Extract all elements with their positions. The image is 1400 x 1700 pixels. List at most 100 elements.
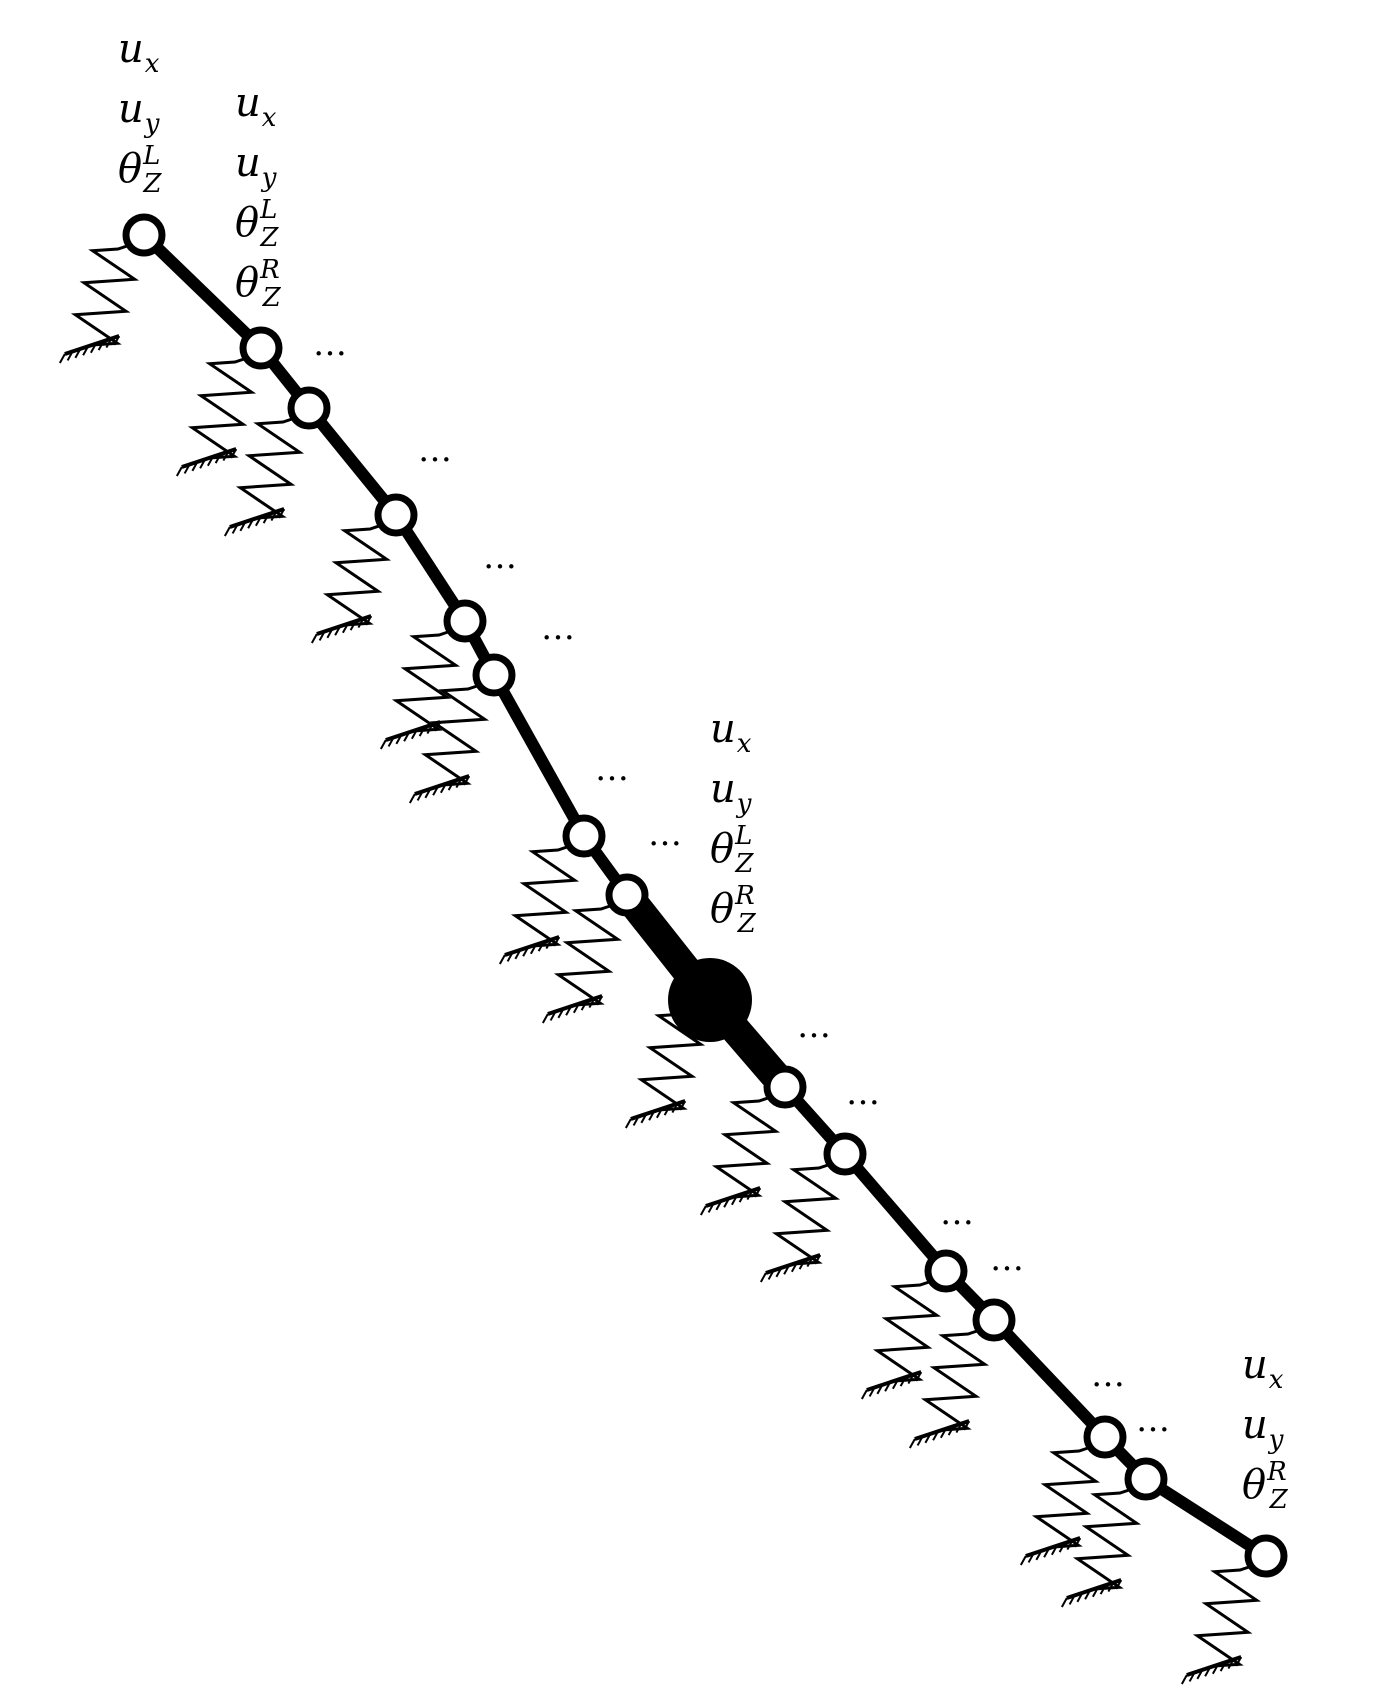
beam-segment (488, 669, 590, 842)
ellipsis-marker: … (1091, 1355, 1125, 1395)
open-node-icon (239, 326, 283, 370)
dof-subscript: Z (1269, 1485, 1289, 1515)
spring-support (1019, 1443, 1101, 1566)
dof-label-ux: ux (1242, 1342, 1284, 1395)
beam-segment (138, 229, 267, 354)
ellipsis-marker: … (418, 430, 452, 470)
dof-superscript: L (259, 195, 277, 225)
ground-hatch-icon (498, 936, 561, 965)
spring-icon (920, 1326, 990, 1432)
spring-icon (872, 1277, 942, 1383)
ellipsis-marker: … (990, 1239, 1024, 1279)
ground-hatch-icon (860, 1371, 923, 1400)
dof-symbol: θ (235, 260, 259, 306)
spring-support (541, 901, 623, 1024)
dof-subscript: Z (259, 223, 279, 253)
ellipsis-marker: … (846, 1073, 880, 1113)
spring-icon (322, 521, 392, 627)
open-node-icon (924, 1249, 968, 1293)
ellipsis-layer: ……………………………… (313, 324, 1170, 1440)
dof-symbol: θ (235, 200, 259, 246)
ellipsis-marker: … (595, 749, 629, 789)
spring-support (175, 354, 257, 477)
ellipsis-marker: … (1136, 1400, 1170, 1440)
beam-segment (839, 1148, 952, 1277)
ground-hatch-icon (310, 615, 373, 644)
spring-icon (187, 354, 257, 460)
ground-hatch-icon (175, 448, 238, 477)
dof-label-ux: ux (118, 26, 160, 79)
spring-support (498, 842, 580, 965)
spring-icon (553, 901, 623, 1007)
dof-superscript: R (259, 255, 280, 285)
dof-subscript: x (737, 729, 752, 759)
dof-subscript: y (736, 789, 752, 819)
ground-hatch-icon (541, 995, 604, 1024)
open-node-icon (562, 814, 606, 858)
open-node-icon (1244, 1534, 1288, 1578)
ground-hatch-icon (1019, 1537, 1082, 1566)
dof-subscript: Z (737, 909, 757, 939)
spring-icon (235, 414, 305, 520)
spring-icon (70, 241, 140, 347)
dof-label-uy: uy (710, 766, 752, 819)
ellipsis-marker: … (541, 608, 575, 648)
ground-hatch-icon (699, 1187, 762, 1216)
dof-symbol: θ (118, 146, 142, 192)
spring-support (408, 681, 490, 804)
open-node-icon (1083, 1415, 1127, 1459)
spring-support (908, 1326, 990, 1449)
ellipsis-marker: … (940, 1193, 974, 1233)
open-node-icon (287, 386, 331, 430)
beam-segment (303, 402, 402, 521)
ellipsis-marker: … (313, 324, 347, 364)
spring-support (223, 414, 305, 537)
ground-hatch-icon (379, 721, 442, 750)
dof-symbol: u (710, 766, 736, 812)
ground-hatch-icon (1060, 1579, 1123, 1608)
spring-support (699, 1093, 781, 1216)
ellipsis-marker: … (483, 537, 517, 577)
dof-label-ux: ux (235, 80, 277, 133)
spring-icon (1072, 1485, 1142, 1591)
ground-hatch-icon (408, 775, 471, 804)
beam-layer (138, 229, 1272, 1562)
spring-support (759, 1160, 841, 1283)
solid-node-icon (668, 958, 752, 1042)
dof-symbol: u (118, 86, 144, 132)
dof-symbol: u (235, 140, 261, 186)
open-node-icon (972, 1298, 1016, 1342)
dof-symbol: θ (710, 886, 734, 932)
spring-support (1180, 1562, 1262, 1685)
dof-superscript: L (734, 821, 752, 851)
dof-subscript: x (1269, 1365, 1284, 1395)
open-node-icon (1124, 1457, 1168, 1501)
spring-support (58, 241, 140, 364)
dof-label-uy: uy (118, 86, 160, 139)
spring-support (860, 1277, 942, 1400)
ground-hatch-icon (58, 335, 121, 364)
dof-symbol: u (1242, 1402, 1268, 1448)
dof-subscript: Z (142, 169, 162, 199)
spring-support (379, 627, 461, 750)
dof-symbol: u (118, 26, 144, 72)
spring-icon (510, 842, 580, 948)
dof-symbol: θ (710, 826, 734, 872)
dof-subscript: x (145, 49, 160, 79)
spring-icon (420, 681, 490, 787)
spring-icon (1192, 1562, 1262, 1668)
dof-symbol: θ (1242, 1462, 1266, 1508)
ground-hatch-icon (1180, 1656, 1243, 1685)
dof-subscript: Z (262, 283, 282, 313)
dof-label-uy: uy (1242, 1402, 1284, 1455)
open-node-icon (374, 493, 418, 537)
dof-superscript: R (734, 881, 755, 911)
dof-label-ux: ux (710, 706, 752, 759)
spring-icon (771, 1160, 841, 1266)
beam-segment (1140, 1473, 1272, 1562)
beam-segment (988, 1314, 1111, 1443)
